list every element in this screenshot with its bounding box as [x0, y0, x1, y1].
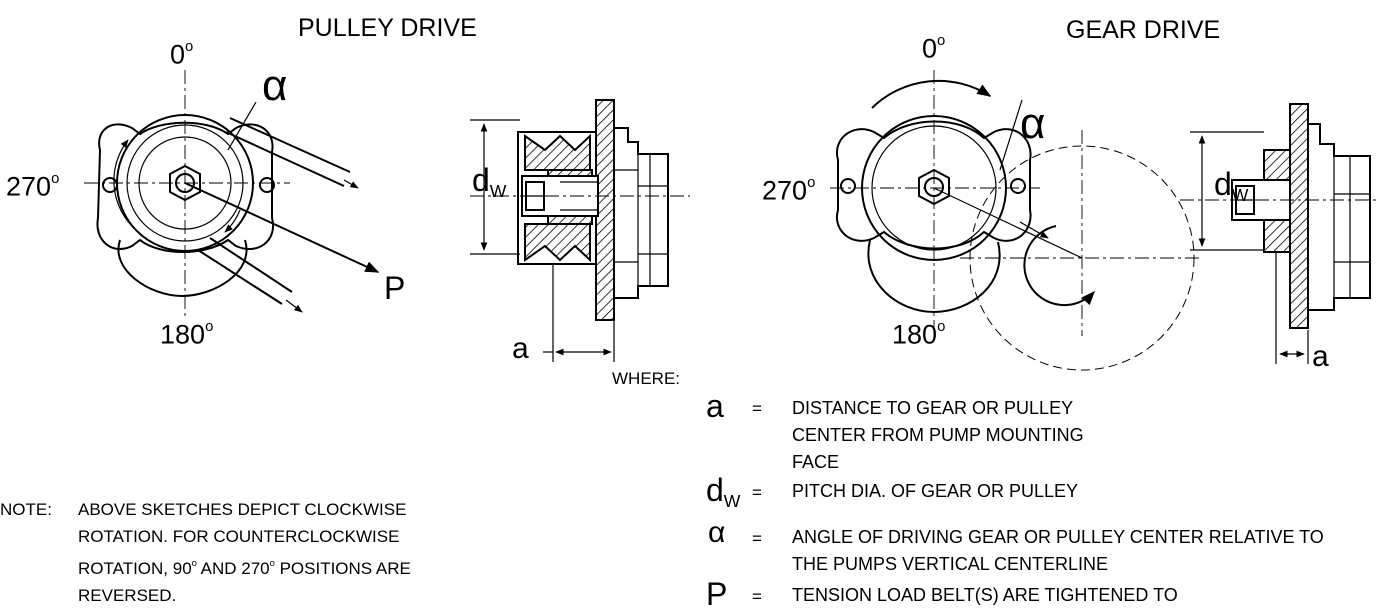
pulley-side-view: [470, 99, 690, 362]
legend-a-definition: DISTANCE TO GEAR OR PULLEY CENTER FROM P…: [792, 398, 1084, 472]
legend-a-equals: =: [752, 399, 762, 418]
gear-alpha-label: α: [1020, 99, 1046, 148]
pulley-alpha-label: α: [262, 61, 288, 110]
gear-side-view: [1180, 103, 1380, 364]
note-text: ABOVE SKETCHES DEPICT CLOCKWISE ROTATION…: [78, 500, 411, 605]
note-label: NOTE:: [0, 500, 52, 519]
pulley-dw-label: dW: [472, 162, 507, 202]
legend-a-symbol: a: [706, 388, 724, 424]
pulley-a-label: a: [512, 332, 529, 365]
gear-angle-180: 180o: [892, 319, 946, 350]
legend-p-symbol: P: [706, 576, 728, 612]
legend-dw-symbol: dW: [706, 472, 741, 512]
legend-alpha-symbol: α: [708, 516, 726, 549]
legend-p-equals: =: [752, 587, 762, 606]
pulley-angle-180: 180o: [160, 319, 214, 350]
legend-alpha-definition: ANGLE OF DRIVING GEAR OR PULLEY CENTER R…: [792, 527, 1324, 574]
pulley-p-label: P: [384, 270, 406, 306]
pulley-drive-title: PULLEY DRIVE: [298, 14, 477, 42]
legend-dw-equals: =: [752, 483, 762, 502]
gear-angle-0: 0o: [922, 33, 946, 64]
legend-alpha-equals: =: [752, 529, 762, 548]
pulley-angle-0: 0o: [170, 39, 194, 70]
pulley-front-view: [84, 70, 380, 320]
gear-drive-title: GEAR DRIVE: [1066, 16, 1221, 44]
legend-dw-definition: PITCH DIA. OF GEAR OR PULLEY: [792, 481, 1079, 501]
pulley-angle-270: 270o: [6, 171, 60, 202]
gear-a-label: a: [1312, 340, 1329, 373]
gear-dw-label: dW: [1214, 166, 1249, 206]
legend-heading: WHERE:: [612, 369, 680, 388]
legend-p-definition: TENSION LOAD BELT(S) ARE TIGHTENED TO: [792, 585, 1178, 605]
gear-front-view: [830, 70, 1200, 371]
gear-angle-270: 270o: [762, 175, 816, 206]
